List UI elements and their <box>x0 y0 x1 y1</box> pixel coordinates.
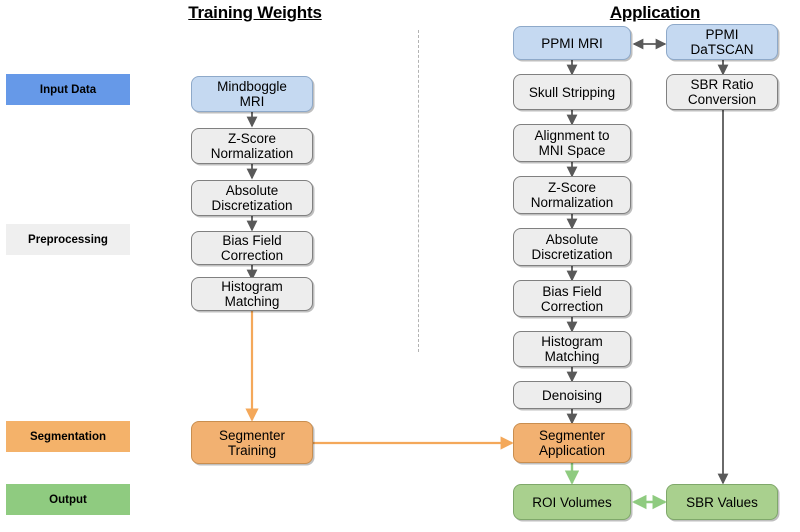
node-label: Histogram Matching <box>221 279 283 309</box>
node-line-2: Correction <box>220 248 284 263</box>
node-application-absolute-discretization[interactable]: Absolute Discretization <box>513 228 631 266</box>
node-label: Mindboggle MRI <box>217 79 287 109</box>
node-ppmi-mri[interactable]: PPMI MRI <box>513 26 631 60</box>
node-line-1: Mindboggle <box>217 79 287 94</box>
node-line-2: Discretization <box>211 198 293 213</box>
node-label: PPMI DaTSCAN <box>690 27 753 57</box>
node-line-1: Histogram <box>221 279 283 294</box>
node-application-histogram-matching[interactable]: Histogram Matching <box>513 331 631 367</box>
node-mindboggle-mri[interactable]: Mindboggle MRI <box>191 76 313 112</box>
node-label: Segmenter Training <box>219 428 285 458</box>
node-segmenter-application[interactable]: Segmenter Application <box>513 423 631 463</box>
application-title: Application <box>609 3 701 22</box>
legend-item-input-data: Input Data <box>6 74 130 105</box>
node-line-2: Training <box>227 442 277 458</box>
legend-label-output: Output <box>49 493 87 506</box>
node-line-1: Segmenter <box>218 427 286 443</box>
node-alignment-to-mni-space[interactable]: Alignment to MNI Space <box>513 124 631 162</box>
legend-label-segmentation: Segmentation <box>29 430 107 443</box>
node-line-1: Z-Score <box>547 180 596 195</box>
node-skull-stripping[interactable]: Skull Stripping <box>513 74 631 110</box>
node-label: Histogram Matching <box>541 334 603 364</box>
node-line-2: Discretization <box>531 247 613 262</box>
section-divider <box>418 30 419 352</box>
node-line-1: Skull Stripping <box>528 84 616 100</box>
node-line-2: Conversion <box>687 92 757 107</box>
node-training-z-score-normalization[interactable]: Z-Score Normalization <box>191 128 313 164</box>
node-line-1: Absolute <box>545 232 599 247</box>
node-sbr-values[interactable]: SBR Values <box>666 484 778 520</box>
node-line-2: Normalization <box>530 195 614 210</box>
node-label: Z-Score Normalization <box>211 131 294 161</box>
node-line-1: Bias Field <box>222 233 282 248</box>
node-training-histogram-matching[interactable]: Histogram Matching <box>191 277 313 311</box>
node-line-2: DaTSCAN <box>690 42 754 57</box>
node-roi-volumes[interactable]: ROI Volumes <box>513 484 631 520</box>
node-line-2: Correction <box>540 298 604 314</box>
legend-item-segmentation: Segmentation <box>6 421 130 452</box>
legend-item-output: Output <box>6 484 130 515</box>
node-label: Absolute Discretization <box>531 232 612 262</box>
node-label: Bias Field Correction <box>221 233 283 263</box>
node-line-1: Histogram <box>541 334 603 349</box>
node-line-1: Bias Field <box>542 283 602 299</box>
node-application-z-score-normalization[interactable]: Z-Score Normalization <box>513 176 631 214</box>
node-training-bias-field-correction[interactable]: Bias Field Correction <box>191 231 313 265</box>
node-line-1: ROI Volumes <box>532 494 612 510</box>
node-line-1: Z-Score <box>227 131 276 146</box>
node-line-2: Matching <box>544 349 600 364</box>
node-line-1: PPMI MRI <box>541 35 603 51</box>
node-line-1: Alignment to <box>534 128 610 143</box>
node-line-2: Normalization <box>210 146 294 161</box>
node-line-2: Application <box>538 443 606 458</box>
node-label: Segmenter Application <box>539 428 605 458</box>
node-sbr-ratio-conversion[interactable]: SBR Ratio Conversion <box>666 74 778 110</box>
node-line-1: SBR Values <box>686 494 758 510</box>
legend-label-preprocessing: Preprocessing <box>28 233 108 246</box>
node-line-1: PPMI <box>705 27 739 42</box>
node-line-1: SBR Ratio <box>690 77 754 92</box>
node-application-bias-field-correction[interactable]: Bias Field Correction <box>513 280 631 317</box>
node-line-1: Denoising <box>541 387 603 403</box>
node-label: Alignment to MNI Space <box>534 128 609 158</box>
node-line-2: Matching <box>224 294 280 309</box>
node-label: Bias Field Correction <box>541 284 603 314</box>
node-segmenter-training[interactable]: Segmenter Training <box>191 421 313 464</box>
node-denoising[interactable]: Denoising <box>513 381 631 409</box>
node-line-1: Absolute <box>225 183 279 198</box>
node-line-2: MRI <box>239 94 265 109</box>
node-label: Z-Score Normalization <box>531 180 614 210</box>
node-line-1: Segmenter <box>538 428 606 443</box>
node-label: SBR Ratio Conversion <box>688 77 756 107</box>
node-line-2: MNI Space <box>538 143 606 158</box>
node-ppmi-datscan[interactable]: PPMI DaTSCAN <box>666 24 778 60</box>
node-training-absolute-discretization[interactable]: Absolute Discretization <box>191 180 313 216</box>
training-weights-title: Training Weights <box>188 3 322 22</box>
legend-item-preprocessing: Preprocessing <box>6 224 130 255</box>
legend-label-input-data: Input Data <box>39 83 97 96</box>
node-label: Absolute Discretization <box>211 183 292 213</box>
